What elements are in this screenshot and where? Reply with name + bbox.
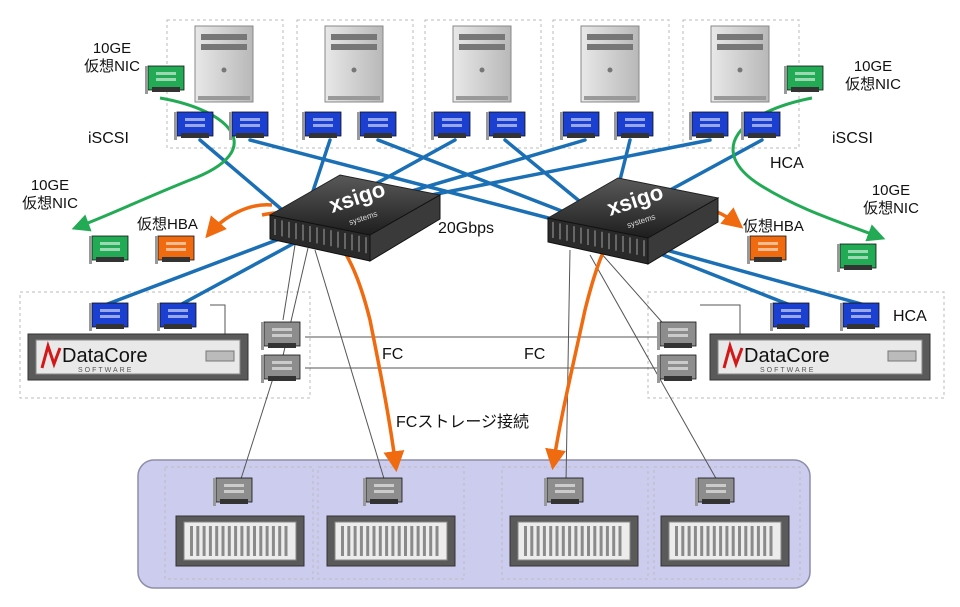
fc-label-left: FC bbox=[382, 346, 404, 363]
hca-card bbox=[689, 111, 729, 140]
hca-card bbox=[157, 302, 197, 331]
infiniband-link bbox=[103, 233, 292, 307]
datacore-logo: DataCore bbox=[62, 345, 148, 367]
storage-arrays bbox=[175, 515, 790, 567]
fc-card bbox=[261, 354, 301, 383]
storage-array-icon bbox=[660, 515, 790, 567]
server-tower-icon bbox=[324, 25, 384, 103]
iscsi-label-right: iSCSI bbox=[832, 130, 873, 147]
server-boxes bbox=[19, 19, 945, 580]
hca-card bbox=[614, 111, 654, 140]
fc-card bbox=[544, 477, 584, 506]
fc-label-right: FC bbox=[524, 346, 546, 363]
fc-storage-label: FCストレージ接続 bbox=[396, 414, 530, 431]
virtual-nic-card bbox=[837, 243, 877, 272]
iscsi-label-left: iSCSI bbox=[88, 130, 129, 147]
hca-card bbox=[229, 111, 269, 140]
fc-card bbox=[657, 321, 697, 350]
virtual-nic-card bbox=[784, 65, 824, 94]
hca-card bbox=[840, 302, 880, 331]
bandwidth-label: 20Gbps bbox=[438, 220, 495, 237]
hca-card bbox=[89, 302, 129, 331]
server-tower-icon bbox=[710, 25, 770, 103]
server-tower-icon bbox=[194, 25, 254, 103]
storage-array-icon bbox=[326, 515, 456, 567]
infiniband-link bbox=[178, 238, 302, 307]
hca-card bbox=[770, 302, 810, 331]
datacore-sub: SOFTWARE bbox=[78, 367, 133, 374]
datacore-logo: DataCore bbox=[744, 345, 830, 367]
fc-card bbox=[261, 321, 301, 350]
server-tower-icon bbox=[452, 25, 512, 103]
infiniband-link bbox=[248, 138, 577, 227]
hca-card bbox=[431, 111, 471, 140]
hba-label-right: 仮想HBA bbox=[743, 218, 804, 235]
hca-card bbox=[560, 111, 600, 140]
virtual-hba-card bbox=[747, 235, 787, 264]
fc-card bbox=[695, 477, 735, 506]
datacore-sub: SOFTWARE bbox=[760, 367, 815, 374]
hca-card bbox=[302, 111, 342, 140]
virtual-nic-card bbox=[145, 65, 185, 94]
hba-label-left: 仮想HBA bbox=[137, 216, 198, 233]
fc-card bbox=[363, 477, 403, 506]
hca-card bbox=[174, 111, 214, 140]
infiniband-link bbox=[376, 138, 592, 224]
hca-card bbox=[357, 111, 397, 140]
fc-card bbox=[657, 354, 697, 383]
adapter-cards bbox=[89, 65, 880, 506]
hca-card bbox=[486, 111, 526, 140]
hca-label-top: HCA bbox=[770, 155, 804, 172]
server-tower-icon bbox=[580, 25, 640, 103]
fc-storage-panel bbox=[137, 459, 811, 589]
hca-card bbox=[741, 111, 781, 140]
storage-array-icon bbox=[175, 515, 305, 567]
virtual-hba-card bbox=[155, 235, 195, 264]
server-towers bbox=[194, 25, 770, 103]
fc-card bbox=[213, 477, 253, 506]
virtual-nic-card bbox=[89, 235, 129, 264]
hca-label-right: HCA bbox=[893, 308, 927, 325]
storage-array-icon bbox=[509, 515, 639, 567]
